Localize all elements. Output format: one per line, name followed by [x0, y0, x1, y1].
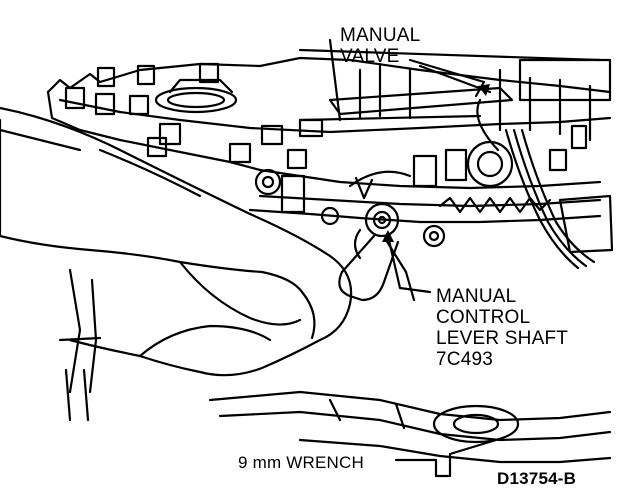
manual-valve — [298, 64, 514, 122]
shaft-label-line-3: LEVER SHAFT — [436, 328, 569, 349]
wrench-label: 9 mm WRENCH — [238, 453, 364, 472]
manual-valve-label-line-1: MANUAL — [340, 25, 421, 46]
valve-body-bolts — [64, 62, 588, 248]
figure-id: D13754-B — [497, 469, 577, 488]
transmission-case — [58, 268, 612, 464]
manual-valve-arrowhead — [478, 84, 490, 96]
shaft-arrowhead — [382, 230, 394, 242]
manual-control-lever-shaft-label: MANUAL CONTROL LEVER SHAFT 7C493 — [436, 286, 568, 370]
manual-valve-label-line-2: VALVE — [340, 46, 400, 67]
technician-hand — [0, 106, 353, 377]
shaft-label-line-4: 7C493 — [436, 349, 493, 370]
wrench — [338, 228, 416, 302]
accumulator-oval — [154, 78, 238, 114]
manual-control-lever-shaft — [364, 202, 400, 238]
manual-valve-label: MANUAL VALVE — [340, 25, 420, 67]
wire-harness — [466, 98, 596, 270]
shaft-label-line-2: CONTROL — [436, 307, 531, 328]
shaft-label-line-1: MANUAL — [436, 286, 517, 307]
callout-leaders — [386, 58, 498, 478]
